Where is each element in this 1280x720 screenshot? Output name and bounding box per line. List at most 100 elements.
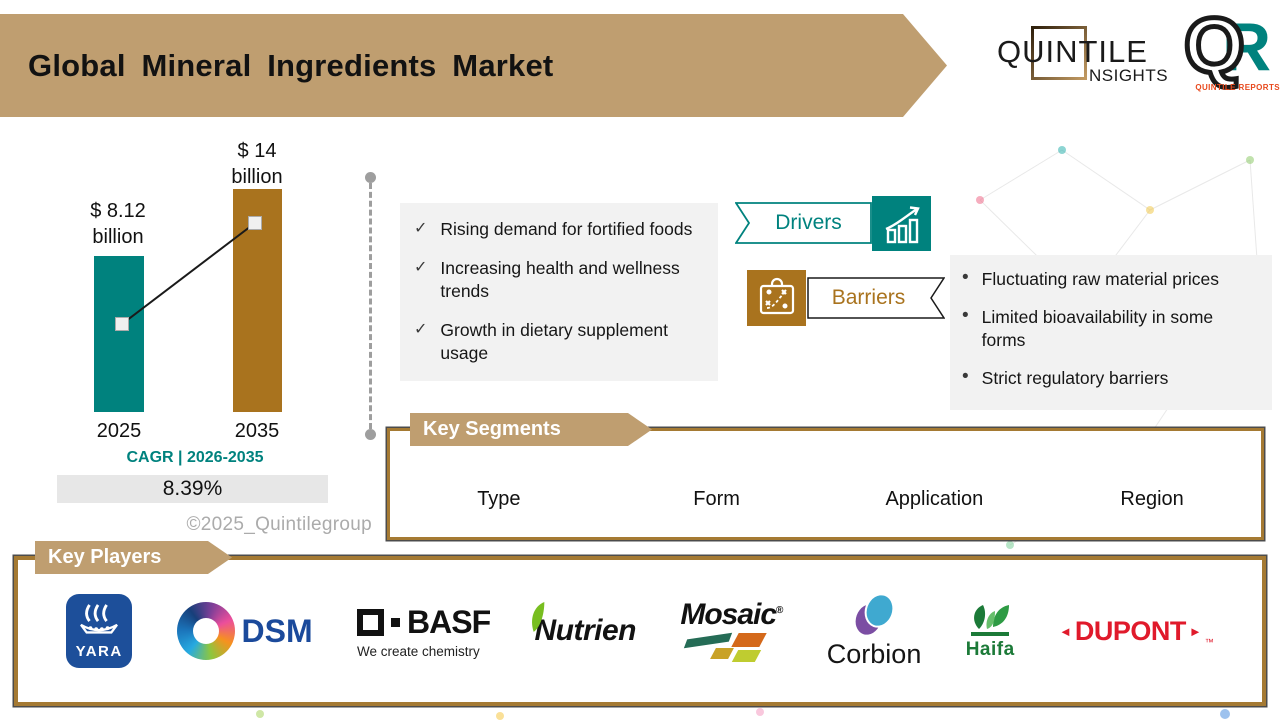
drivers-label: Drivers: [775, 211, 842, 234]
quintile-logo-word: QUINTILE: [997, 34, 1148, 69]
logo-dupont: ◄ DUPONT ► ™: [1059, 616, 1214, 647]
value-unit-2035: billion: [231, 166, 283, 188]
driver-item: ✓ Rising demand for fortified foods: [414, 218, 710, 241]
key-players-box: YARA DSM BASF We create chemistry Nutrie…: [14, 556, 1266, 706]
x-axis-label-2025: 2025: [96, 420, 142, 442]
drivers-ribbon: Drivers: [735, 202, 872, 244]
basf-tagline: We create chemistry: [357, 643, 480, 659]
key-segments-banner: Key Segments: [410, 413, 652, 446]
barrier-item: • Strict regulatory barriers: [962, 366, 1266, 390]
mosaic-tile: [731, 632, 768, 647]
market-size-chart: $ 8.12 billion $ 14 billion 2025 2035 CA…: [57, 130, 387, 540]
nutrien-leaf-icon: [532, 602, 545, 632]
barriers-label: Barriers: [831, 286, 906, 309]
mosaic-tiles-icon: [684, 632, 777, 665]
bar-2025: [94, 256, 144, 412]
yara-wordmark: YARA: [75, 642, 123, 660]
corbion-sphere-icon: [848, 588, 900, 641]
logo-corbion: Corbion: [826, 588, 922, 670]
barrier-item-text: Limited bioavailability in some forms: [981, 307, 1214, 351]
key-segments-title: Key Segments: [423, 418, 561, 440]
dsm-swirl-icon: [176, 602, 235, 660]
barrier-item: • Fluctuating raw material prices: [962, 267, 1266, 291]
trademark-mark: ™: [1204, 636, 1214, 647]
header-banner: Global Mineral Ingredients Market: [0, 14, 947, 117]
haifa-leaves-icon: [971, 605, 1010, 636]
value-label-2035: $ 14 billion: [195, 138, 319, 190]
cagr-value: 8.39%: [57, 475, 328, 503]
dupont-wordmark: DUPONT: [1074, 615, 1187, 646]
barriers-list: • Fluctuating raw material prices • Limi…: [950, 255, 1272, 410]
mosaic-tile: [684, 632, 733, 648]
driver-item: ✓ Increasing health and wellness trends: [414, 257, 710, 303]
qr-logo-q: Q: [1182, 0, 1248, 92]
quintile-logo-sub: NSIGHTS: [1089, 66, 1169, 85]
driver-item-text: Rising demand for fortified foods: [440, 219, 693, 239]
quintile-insights-logo: QUINTILE NSIGHTS: [997, 26, 1187, 100]
segment-column-region: Region: [1120, 487, 1184, 510]
bullet-icon: •: [962, 267, 969, 288]
value-amount-2025: $ 8.12: [90, 200, 146, 222]
basf-square-icon: [357, 608, 384, 636]
driver-item: ✓ Growth in dietary supplement usage: [414, 319, 710, 365]
mosaic-text: Mosaic: [680, 597, 777, 631]
mosaic-wordmark: Mosaic®: [680, 597, 783, 632]
logo-basf: BASF We create chemistry: [357, 603, 491, 659]
dupont-right-arrow-icon: ►: [1188, 623, 1202, 639]
corbion-wordmark: Corbion: [826, 638, 922, 669]
segment-column-application: Application: [885, 487, 984, 510]
logo-yara: YARA: [66, 594, 133, 668]
trend-line: [115, 216, 262, 331]
logo-haifa: Haifa: [966, 601, 1015, 661]
haifa-wordmark: Haifa: [965, 639, 1015, 660]
barrier-item-text: Fluctuating raw material prices: [981, 269, 1219, 289]
basf-wordmark: BASF: [407, 603, 491, 640]
check-icon: ✓: [414, 259, 428, 277]
key-players-banner: Key Players: [35, 541, 232, 574]
bullet-icon: •: [962, 305, 969, 327]
quintile-reports-logo: Q R QUINTILE REPORTS: [1182, 0, 1280, 100]
drivers-ribbon-shape: [735, 202, 872, 244]
yara-badge: YARA: [66, 594, 133, 668]
dsm-wordmark: DSM: [241, 612, 313, 649]
check-icon: ✓: [414, 220, 428, 237]
yara-ship-icon: [80, 603, 119, 634]
value-label-2025: $ 8.12 billion: [56, 198, 180, 250]
drivers-list: ✓ Rising demand for fortified foods ✓ In…: [400, 203, 718, 381]
divider-dot-top: [364, 172, 376, 183]
divider-dot-bottom: [364, 429, 376, 440]
copyright-watermark: ©2025_Quintilegroup: [186, 514, 372, 535]
key-players-title: Key Players: [48, 546, 162, 568]
strategy-clipboard-icon: [747, 270, 806, 326]
qr-logo-caption: QUINTILE REPORTS: [1195, 83, 1280, 92]
page-title: Global Mineral Ingredients Market: [28, 47, 554, 83]
barrier-item: • Limited bioavailability in some forms: [962, 305, 1266, 352]
dupont-left-arrow-icon: ◄: [1059, 623, 1072, 639]
mosaic-tile: [732, 649, 762, 662]
check-icon: ✓: [414, 321, 428, 339]
growth-chart-icon: [872, 196, 931, 251]
value-amount-2035: $ 14: [237, 140, 277, 162]
quintile-logo-square: [1031, 26, 1087, 80]
basf-dot-icon: [391, 617, 400, 627]
segment-column-type: Type: [477, 487, 521, 510]
cagr-label: CAGR | 2026-2035: [126, 449, 264, 466]
logo-mosaic: Mosaic®: [680, 597, 783, 665]
barriers-ribbon-shape: [807, 277, 945, 319]
logo-nutrien: Nutrien: [532, 602, 636, 648]
segment-column-form: Form: [693, 487, 740, 510]
nutrien-wordmark: Nutrien: [534, 614, 636, 647]
barrier-item-text: Strict regulatory barriers: [981, 368, 1169, 389]
x-axis-label-2035: 2035: [234, 420, 280, 442]
bullet-icon: •: [962, 366, 969, 388]
divider-dashed-line: [364, 172, 376, 440]
registered-mark: ®: [776, 604, 783, 616]
value-unit-2025: billion: [92, 226, 144, 248]
driver-item-text: Increasing health and wellness trends: [440, 258, 680, 302]
barriers-ribbon: Barriers: [806, 277, 945, 319]
qr-logo-r: R: [1222, 9, 1272, 85]
divider-dash: [368, 183, 372, 429]
driver-item-text: Growth in dietary supplement usage: [440, 320, 669, 364]
mosaic-tile: [710, 647, 735, 659]
